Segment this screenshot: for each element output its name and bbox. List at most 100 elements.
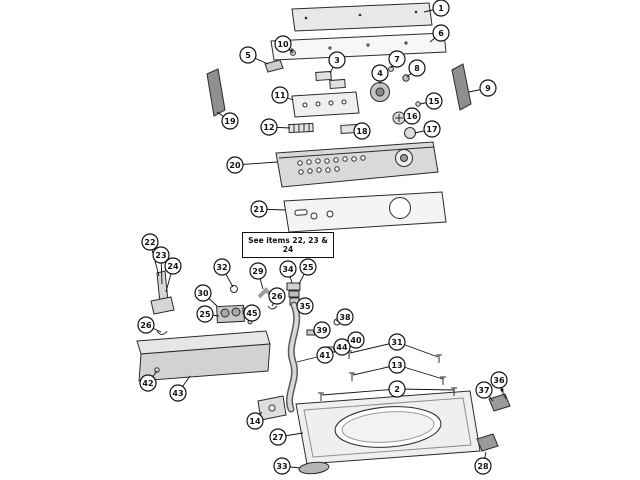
callout-circle (425, 92, 443, 110)
callout-circle (423, 120, 441, 138)
callout-number: 30 (197, 289, 209, 298)
callout-circle (239, 46, 257, 64)
callout-circle (388, 333, 406, 351)
insulator-parts (315, 70, 346, 90)
callout-15: 15 (425, 92, 443, 110)
callout-11: 11 (271, 86, 289, 104)
callout-circle (271, 86, 289, 104)
knob-17-part (404, 127, 416, 139)
callout-number: 27 (272, 433, 283, 442)
callout-number: 14 (249, 417, 261, 426)
callout-number: 40 (350, 336, 362, 345)
trim-strip-12-part (288, 122, 314, 134)
callout-number: 13 (391, 361, 402, 370)
callout-number: 41 (319, 351, 331, 360)
callout-circle (169, 384, 187, 402)
callout-circle (475, 381, 493, 399)
callout-number: 20 (229, 161, 241, 170)
callout-38: 38 (336, 308, 354, 326)
callout-number: 2 (394, 385, 400, 394)
callout-9: 9 (479, 79, 497, 97)
callout-circle (250, 200, 268, 218)
callout-44: 44 (333, 338, 351, 356)
callout-number: 39 (316, 326, 328, 335)
clip-26-part (267, 305, 278, 310)
callout-number: 26 (271, 292, 283, 301)
screw-42-part (154, 367, 160, 373)
callout-circle (336, 308, 354, 326)
callout-6: 6 (432, 24, 450, 42)
callout-circle (490, 371, 508, 389)
callout-number: 10 (277, 40, 289, 49)
callout-21: 21 (250, 200, 268, 218)
callout-24: 24 (164, 257, 182, 275)
callout-number: 45 (246, 309, 258, 318)
main-top-part (295, 390, 481, 465)
callout-5: 5 (239, 46, 257, 64)
callout-number: 21 (253, 205, 265, 214)
callout-number: 32 (216, 263, 227, 272)
callout-circle (299, 258, 317, 276)
callout-circle (269, 428, 287, 446)
callout-circle (196, 305, 214, 323)
leader-line-2 (321, 388, 398, 396)
callout-circle (152, 246, 170, 264)
callout-number: 31 (391, 338, 403, 347)
callout-number: 18 (356, 127, 368, 136)
callout-circle (371, 64, 389, 82)
callout-number: 19 (224, 117, 236, 126)
knob-16-part (392, 111, 406, 125)
callout-circle (347, 331, 365, 349)
callout-12: 12 (260, 118, 278, 136)
callout-circle (260, 118, 278, 136)
callout-circle (432, 0, 450, 17)
callout-25: 25 (299, 258, 317, 276)
hinge-28-part (476, 433, 499, 452)
clip-26b-part (156, 330, 168, 335)
callout-number: 8 (414, 64, 420, 73)
callout-number: 3 (334, 56, 340, 65)
callout-number: 24 (167, 262, 179, 271)
callout-circle (333, 338, 351, 356)
note-box: See items 22, 23 & 24 (242, 232, 334, 258)
callout-circle (226, 156, 244, 174)
callout-circle (137, 316, 155, 334)
callout-number: 22 (144, 238, 155, 247)
screw-7-part (388, 66, 394, 72)
callout-circle (139, 374, 157, 392)
callout-circle (388, 380, 406, 398)
callout-circle (164, 257, 182, 275)
callout-number: 12 (263, 123, 274, 132)
callout-circle (243, 304, 261, 322)
callout-circle (328, 51, 346, 69)
lid-plug-part (298, 461, 330, 475)
callout-number: 33 (276, 462, 287, 471)
callout-number: 17 (426, 125, 437, 134)
callout-27: 27 (269, 428, 287, 446)
callout-number: 29 (252, 267, 264, 276)
callout-circle (479, 79, 497, 97)
callout-42: 42 (139, 374, 157, 392)
bracket-part (264, 59, 284, 73)
callout-number: 36 (493, 376, 505, 385)
callout-3: 3 (328, 51, 346, 69)
callout-33: 33 (273, 457, 291, 475)
callout-8: 8 (408, 59, 426, 77)
callout-37: 37 (475, 381, 493, 399)
console-base-part (283, 191, 447, 233)
callout-31: 31 (388, 333, 406, 351)
callout-number: 25 (302, 263, 314, 272)
callout-circle (313, 321, 331, 339)
callout-22: 22 (141, 233, 159, 251)
callout-circle (249, 262, 267, 280)
callout-circle (279, 260, 297, 278)
callout-number: 25 (199, 310, 211, 319)
callout-19: 19 (221, 112, 239, 130)
callout-4: 4 (371, 64, 389, 82)
callout-circle (403, 107, 421, 125)
callout-circle (474, 457, 492, 475)
callout-number: 37 (478, 386, 489, 395)
callout-circle (268, 287, 286, 305)
callout-29: 29 (249, 262, 267, 280)
callout-circle (246, 412, 264, 430)
